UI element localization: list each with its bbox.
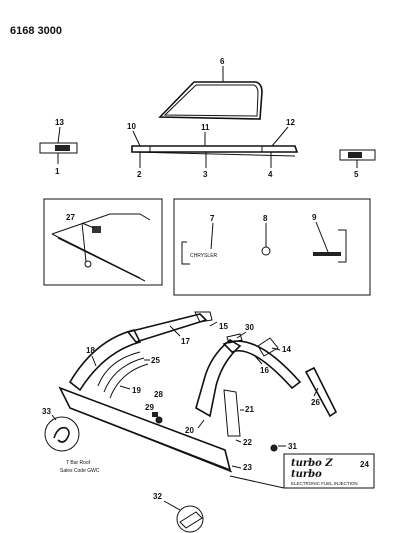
fastener-28 xyxy=(152,412,158,417)
t-roof-assembly xyxy=(58,311,338,473)
callout-23: 23 xyxy=(243,463,252,472)
leader-19 xyxy=(119,385,131,390)
detail-box-left xyxy=(43,198,163,286)
callout-11: 11 xyxy=(201,123,210,132)
leader-16 xyxy=(254,355,263,365)
diagram-code: 6168 3000 xyxy=(10,25,62,37)
callout-17: 17 xyxy=(181,337,190,346)
clip-30 xyxy=(226,333,243,344)
fastener-29 xyxy=(155,416,163,424)
callout-13: 13 xyxy=(55,118,64,127)
callout-24: 24 xyxy=(360,460,369,469)
leader-9 xyxy=(315,221,329,253)
callout-22: 22 xyxy=(243,438,252,447)
callout-30: 30 xyxy=(245,323,254,332)
callout-29: 29 xyxy=(145,403,154,412)
callout-4: 4 xyxy=(268,170,273,179)
leader-32 xyxy=(163,500,181,511)
callout-26: 26 xyxy=(311,398,320,407)
callout-10: 10 xyxy=(127,122,136,131)
t-bar-clip-part xyxy=(53,426,70,443)
body-side-molding-part xyxy=(131,145,299,157)
leader-10 xyxy=(132,130,141,147)
note-line-1: T Bar Roof xyxy=(66,460,91,466)
detail-32-circle xyxy=(176,505,204,533)
callout-32: 32 xyxy=(153,492,162,501)
callout-21: 21 xyxy=(245,405,254,414)
callout-18: 18 xyxy=(86,346,95,355)
callout-14: 14 xyxy=(282,345,291,354)
detail-box-right xyxy=(173,198,371,296)
emblem-script-text: CHRYSLER xyxy=(190,253,218,259)
callout-7: 7 xyxy=(210,214,215,223)
leader-decal xyxy=(229,475,285,489)
leader-20 xyxy=(197,419,205,429)
leader-23 xyxy=(231,465,242,469)
leader-14 xyxy=(271,347,281,351)
callout-27: 27 xyxy=(66,213,75,222)
decal-box xyxy=(283,453,375,489)
callout-8: 8 xyxy=(263,214,268,223)
callout-5: 5 xyxy=(354,170,359,179)
callout-15: 15 xyxy=(219,322,228,331)
callout-20: 20 xyxy=(185,426,194,435)
callout-9: 9 xyxy=(312,213,317,222)
callout-28: 28 xyxy=(154,390,163,399)
callout-19: 19 xyxy=(132,386,141,395)
note-line-2: Sales Code GWC xyxy=(60,468,100,474)
callout-2: 2 xyxy=(137,170,142,179)
leader-18 xyxy=(91,355,97,367)
leader-12 xyxy=(271,126,289,147)
callout-31: 31 xyxy=(288,442,297,451)
callout-33: 33 xyxy=(42,407,51,416)
callout-12: 12 xyxy=(286,118,295,127)
leader-30 xyxy=(236,331,247,339)
callout-25: 25 xyxy=(151,356,160,365)
callout-16: 16 xyxy=(260,366,269,375)
window-molding-part xyxy=(158,81,263,120)
emblem-left-part xyxy=(39,142,78,154)
leader-13 xyxy=(57,126,61,144)
screw-31 xyxy=(270,444,278,452)
t-bar-detail-circle xyxy=(44,416,80,452)
decal-line-2: turbo xyxy=(291,469,322,480)
callout-3: 3 xyxy=(203,170,208,179)
leader-26 xyxy=(313,387,319,397)
leader-7 xyxy=(210,222,214,250)
decal-line-1: turbo Z xyxy=(291,458,333,469)
leader-33 xyxy=(51,414,57,421)
leader-17 xyxy=(169,325,181,337)
emblem-right-part xyxy=(339,149,376,161)
leader-15 xyxy=(209,321,218,327)
callout-6: 6 xyxy=(220,57,225,66)
decal-line-3: ELECTRONIC FUEL INJECTION xyxy=(291,481,358,486)
callout-1: 1 xyxy=(55,167,60,176)
detail-32-part xyxy=(179,511,203,529)
leader-22 xyxy=(235,439,242,443)
